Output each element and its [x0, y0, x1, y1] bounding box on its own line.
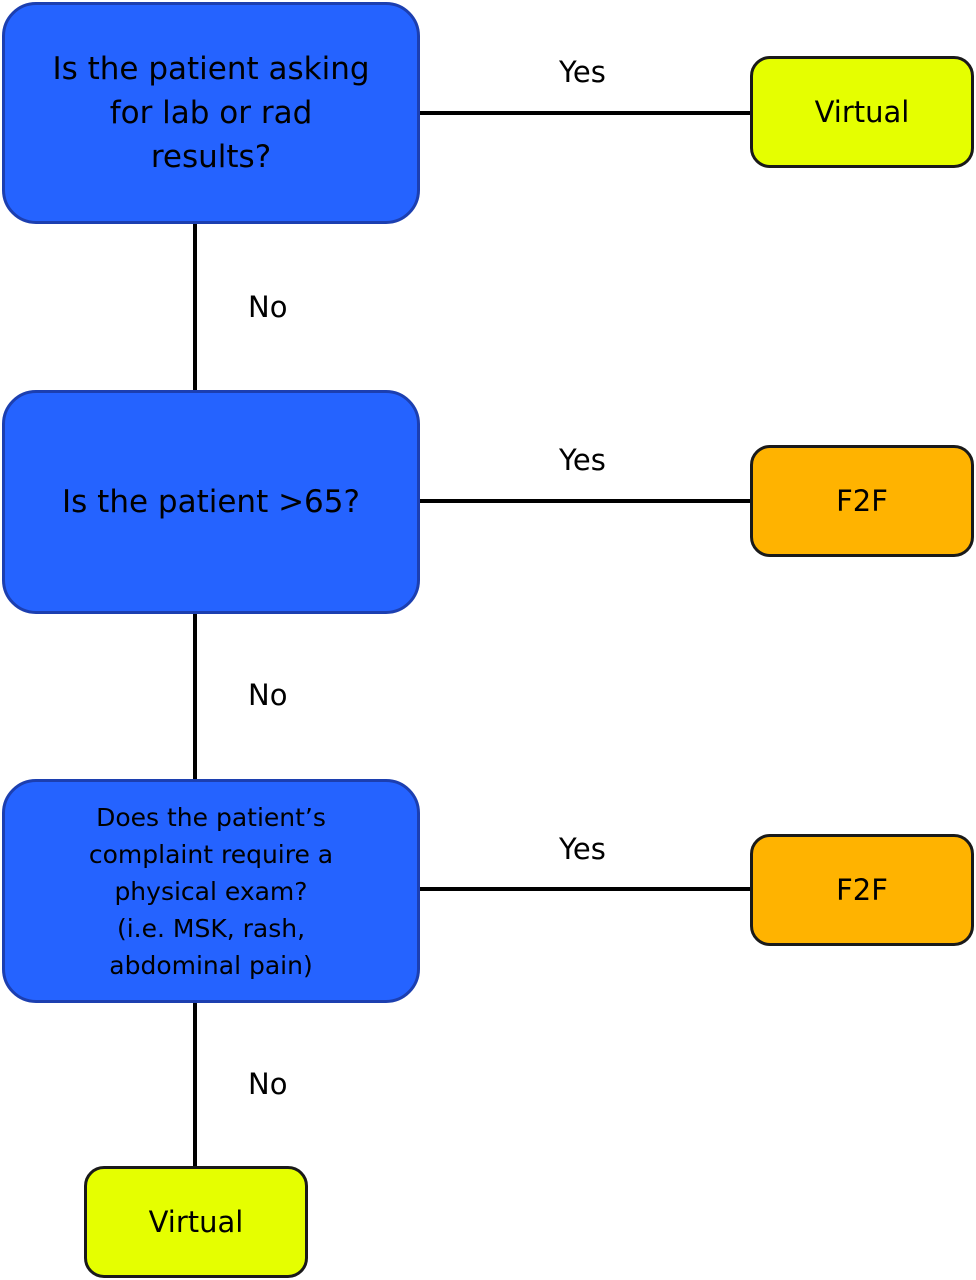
connector-q2-no [193, 611, 197, 781]
edge-label-q2-yes: Yes [559, 443, 606, 477]
connector-q1-no [193, 222, 197, 392]
outcome-virtual-final: Virtual [84, 1166, 308, 1278]
outcome-virtual-lab-results: Virtual [750, 56, 974, 168]
edge-label-q2-no: No [248, 678, 288, 712]
edge-label-q3-no: No [248, 1067, 288, 1101]
edge-label-q1-no: No [248, 290, 288, 324]
connector-q3-yes [418, 887, 754, 891]
edge-label-q3-yes: Yes [559, 832, 606, 866]
edge-label-q1-yes: Yes [559, 55, 606, 89]
question-lab-rad-results: Is the patient asking for lab or rad res… [2, 2, 420, 224]
connector-q2-yes [418, 499, 754, 503]
question-patient-over-65: Is the patient >65? [2, 390, 420, 614]
outcome-f2f-physical-exam: F2F [750, 834, 974, 946]
connector-q3-no [193, 1000, 197, 1168]
connector-q1-yes [418, 111, 754, 115]
question-physical-exam-required: Does the patient’s complaint require a p… [2, 779, 420, 1003]
outcome-f2f-over-65: F2F [750, 445, 974, 557]
